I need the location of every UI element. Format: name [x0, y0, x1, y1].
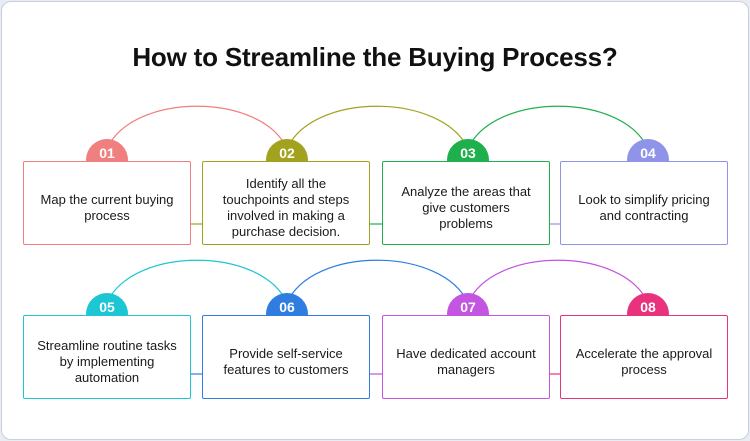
step-card-02: Identify all the touchpoints and steps i…: [202, 161, 370, 245]
step-text: Identify all the touchpoints and steps i…: [222, 176, 350, 239]
step-text: Provide self-service features to custome…: [223, 346, 349, 377]
arc-05-06: [106, 259, 288, 304]
arc-02-03: [286, 105, 469, 150]
step-text: Accelerate the approval process: [575, 346, 713, 377]
step-card-07: Have dedicated account managers: [382, 315, 550, 399]
step-text: Look to simplify pricing and contracting: [578, 192, 710, 223]
step-text: Map the current buying process: [40, 192, 174, 223]
step-text: Analyze the areas that give customers pr…: [401, 184, 531, 231]
step-text: Streamline routine tasks by implementing…: [37, 338, 177, 385]
page-title: How to Streamline the Buying Process?: [132, 42, 618, 72]
arc-03-04: [467, 105, 649, 150]
step-card-03: Analyze the areas that give customers pr…: [382, 161, 550, 245]
step-card-01: Map the current buying process: [23, 161, 191, 245]
step-card-06: Provide self-service features to custome…: [202, 315, 370, 399]
step-card-08: Accelerate the approval process: [560, 315, 728, 399]
arc-07-08: [467, 259, 649, 304]
arc-01-02: [106, 105, 288, 150]
step-text: Have dedicated account managers: [396, 346, 536, 377]
step-card-05: Streamline routine tasks by implementing…: [23, 315, 191, 399]
arc-06-07: [286, 259, 469, 304]
step-card-04: Look to simplify pricing and contracting: [560, 161, 728, 245]
